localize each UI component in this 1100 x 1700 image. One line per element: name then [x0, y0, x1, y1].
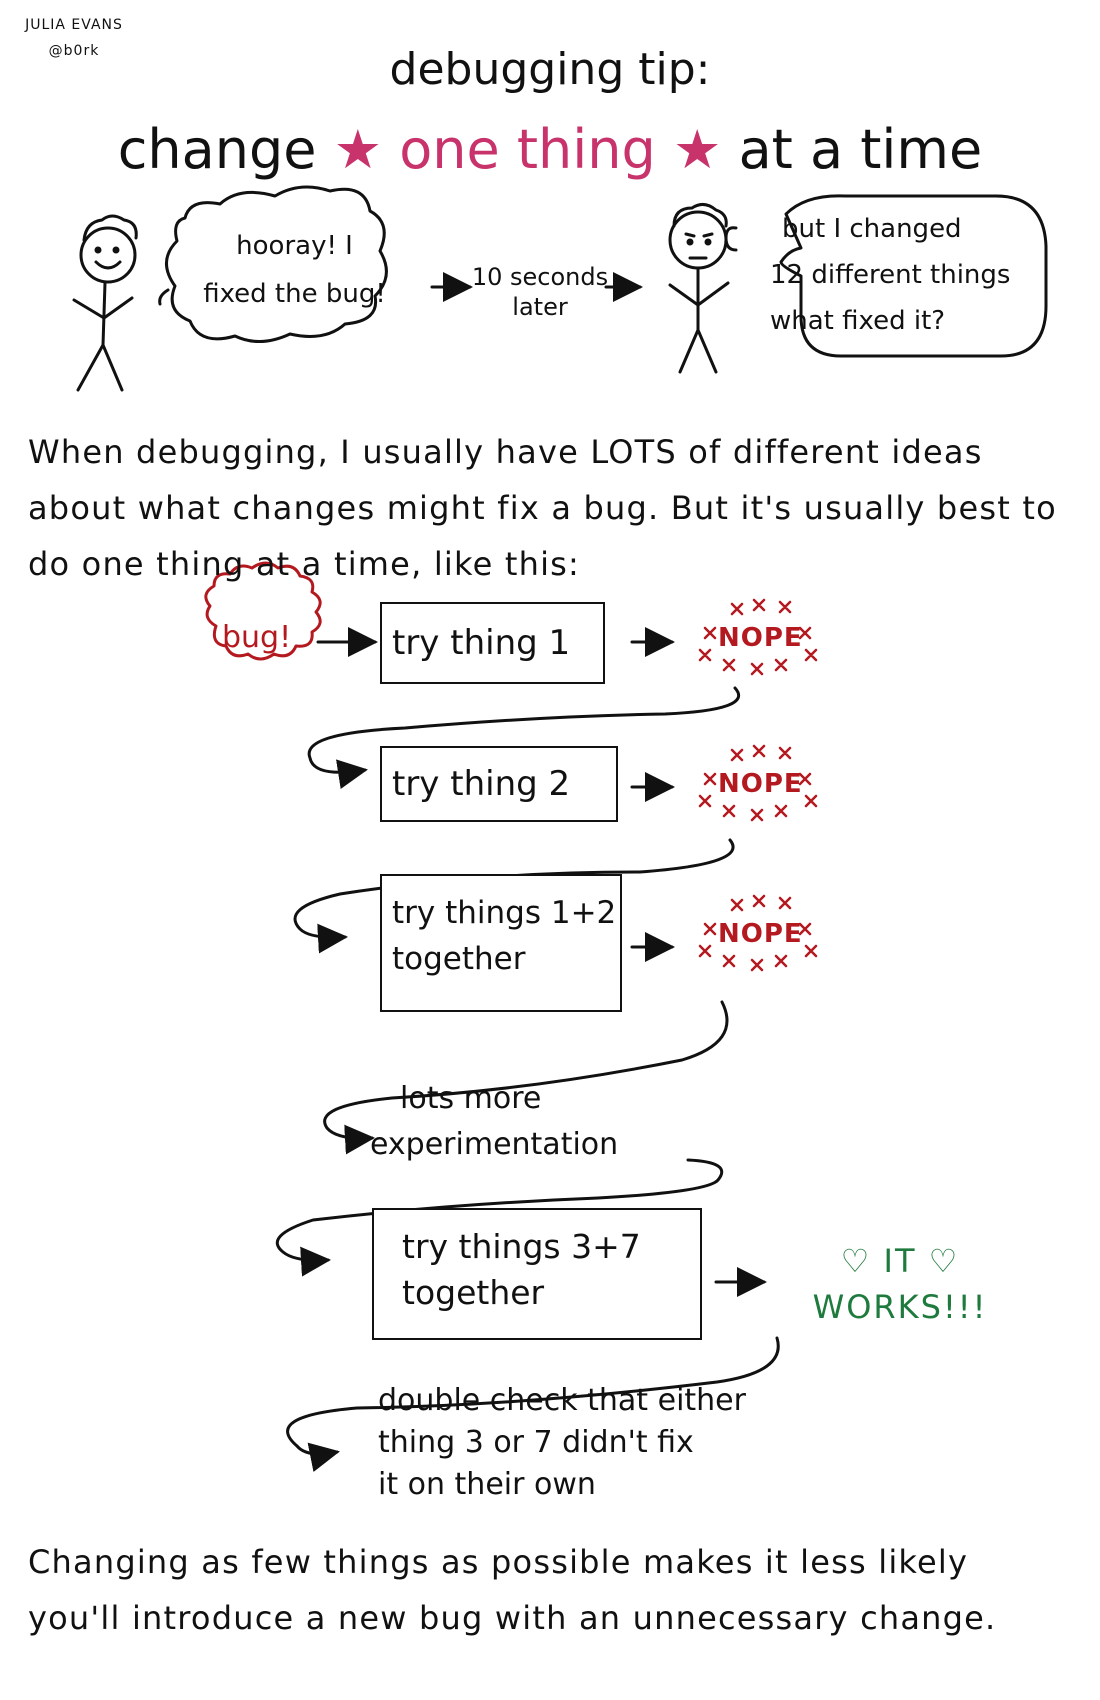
success-line: ♡ IT ♡: [840, 1242, 960, 1280]
more-experimentation: lots more experimentation: [370, 1076, 670, 1168]
transition-line: 10 seconds: [471, 263, 609, 291]
nope-label-2: NOPE: [718, 769, 803, 799]
speech-left-line: hooray! I: [236, 231, 353, 261]
note-line: it on their own: [378, 1467, 596, 1502]
step-box-3: try things 1+2 together: [380, 874, 622, 1012]
step-label: try thing 2: [392, 764, 571, 804]
speech-bubble-right: [779, 194, 1048, 358]
speech-right-text: but I changed 12 different things what f…: [770, 206, 1040, 344]
nope-crosses: [698, 598, 818, 972]
success-line: WORKS!!!: [812, 1288, 988, 1326]
step-label: try thing 1: [392, 623, 571, 663]
note-line: double check that either: [378, 1383, 746, 1418]
more-line: experimentation: [370, 1127, 619, 1162]
star-icon: ★: [333, 118, 383, 181]
speech-right-line: but I changed: [782, 214, 962, 244]
author-credit: JULIA EVANS @b0rk: [14, 12, 134, 64]
double-check-note: double check that either thing 3 or 7 di…: [378, 1380, 778, 1506]
page-subtitle: change ★ one thing ★ at a time: [0, 118, 1100, 181]
conclusion-paragraph: Changing as few things as possible makes…: [28, 1543, 997, 1637]
final-step-label: try things 3+7 together: [402, 1227, 641, 1312]
subtitle-change: change: [117, 118, 317, 181]
worried-stick-figure: [668, 203, 738, 374]
speech-left-line: fixed the bug!: [203, 279, 386, 309]
transition-line: later: [512, 293, 568, 321]
page-title: debugging tip:: [389, 44, 711, 95]
happy-stick-figure: [72, 214, 138, 392]
subtitle-rest: at a time: [738, 118, 983, 181]
author-name: JULIA EVANS: [25, 17, 123, 33]
speech-left-text: hooray! I fixed the bug!: [182, 222, 407, 318]
note-line: thing 3 or 7 didn't fix: [378, 1425, 694, 1460]
step-label: try things 1+2 together: [392, 895, 617, 977]
nope-label-1: NOPE: [718, 623, 803, 653]
final-step-box: try things 3+7 together: [372, 1208, 702, 1340]
author-handle: @b0rk: [48, 43, 100, 59]
time-transition: 10 seconds later: [470, 262, 610, 322]
success-label: ♡ IT ♡ WORKS!!!: [800, 1238, 1000, 1330]
speech-right-line: 12 different things: [770, 260, 1011, 290]
subtitle-one-thing: one thing: [399, 118, 656, 181]
bug-cloud: [204, 561, 322, 661]
intro-paragraph: When debugging, I usually have LOTS of d…: [28, 433, 1057, 583]
speech-right-line: what fixed it?: [770, 306, 946, 336]
step-box-2: try thing 2: [380, 746, 618, 822]
step-box-1: try thing 1: [380, 602, 605, 684]
nope-label-3: NOPE: [718, 919, 803, 949]
more-line: lots more: [400, 1081, 542, 1116]
bug-label: bug!: [222, 620, 292, 655]
speech-cloud-left: [158, 185, 388, 343]
star-icon: ★: [672, 118, 722, 181]
